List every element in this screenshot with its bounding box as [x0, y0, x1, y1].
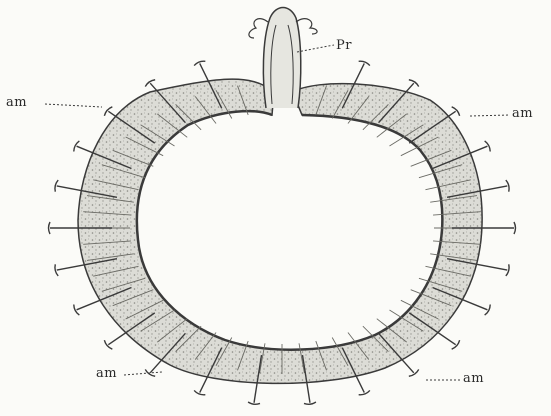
inner-lining: [137, 111, 443, 350]
label-ambulacral-lower-right: am: [463, 371, 484, 386]
tube-foot-sucker: [514, 222, 516, 234]
tube-foot-sucker: [49, 222, 51, 234]
label-ambulacral-upper-left: am: [6, 95, 27, 110]
label-ambulacral-upper-right: am: [512, 106, 533, 121]
label-proboscis: Pr: [336, 38, 352, 53]
tube-foot-sucker: [74, 141, 80, 152]
label-ambulacral-lower-left: am: [96, 366, 117, 381]
body-wall: [78, 79, 482, 383]
